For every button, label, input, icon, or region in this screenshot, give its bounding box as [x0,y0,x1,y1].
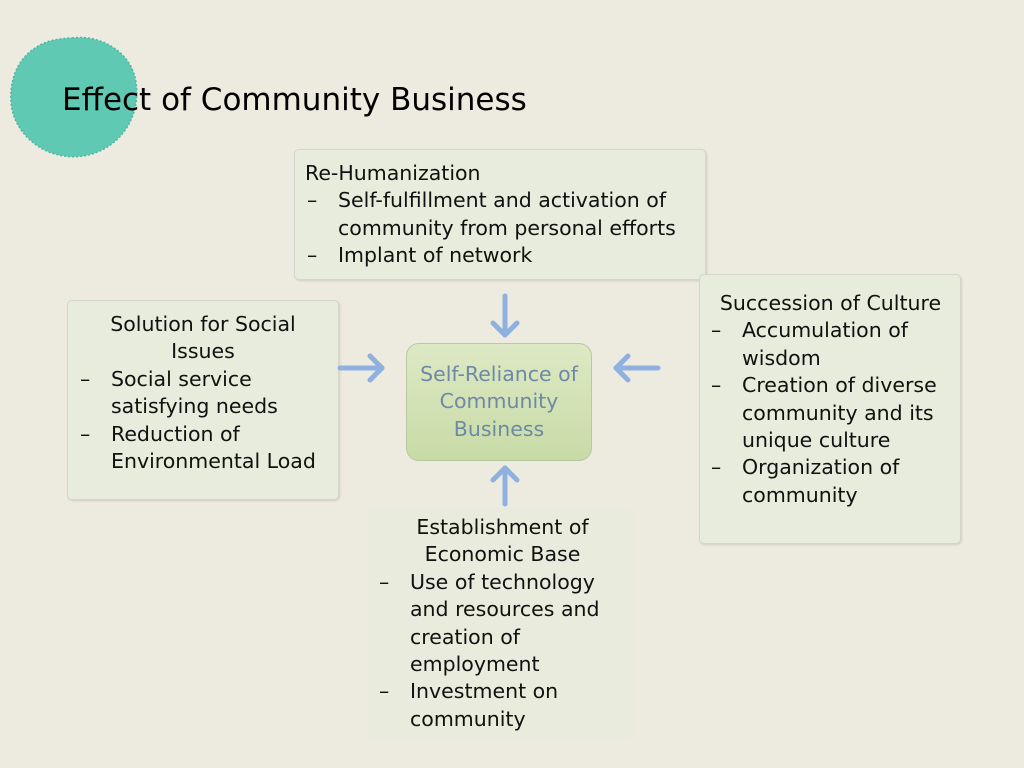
culture-box: Succession of Culture Accumulation of wi… [699,274,961,544]
list-item: Organization of community [709,454,952,509]
list-item: Accumulation of wisdom [709,317,952,372]
list-item: Reduction of Environmental Load [78,421,328,476]
self-reliance-label: Self-Reliance of Community Business [420,361,578,441]
list-item: Investment on community [377,678,628,733]
list-item: Social service satisfying needs [78,366,328,421]
arrow-left-icon [613,353,661,383]
arrow-up-icon [490,465,520,507]
arrow-down-icon [490,293,520,338]
culture-list: Accumulation of wisdom Creation of diver… [709,317,952,509]
list-item: Use of technology and resources and crea… [377,569,628,679]
slide-title: Effect of Community Business [62,82,527,118]
decorative-teal-blob [10,36,138,158]
list-item: Implant of network [305,242,695,270]
economic-base-box: Establishment of Economic Base Use of te… [367,507,634,739]
social-issues-box: Solution for Social Issues Social servic… [67,300,339,500]
re-humanization-list: Self-fulfillment and activation of commu… [305,187,695,270]
economic-base-list: Use of technology and resources and crea… [377,569,628,733]
list-item: Creation of diverse community and its un… [709,372,952,454]
social-issues-heading: Solution for Social Issues [110,312,296,364]
social-issues-list: Social service satisfying needs Reductio… [78,366,328,476]
re-humanization-box: Re-Humanization Self-fulfillment and act… [294,149,706,280]
self-reliance-center-box: Self-Reliance of Community Business [406,343,592,461]
arrow-right-icon [337,353,385,383]
economic-base-heading: Establishment of Economic Base [416,515,589,567]
culture-heading: Succession of Culture [719,291,942,315]
re-humanization-heading: Re-Humanization [305,161,481,185]
list-item: Self-fulfillment and activation of commu… [305,187,695,242]
